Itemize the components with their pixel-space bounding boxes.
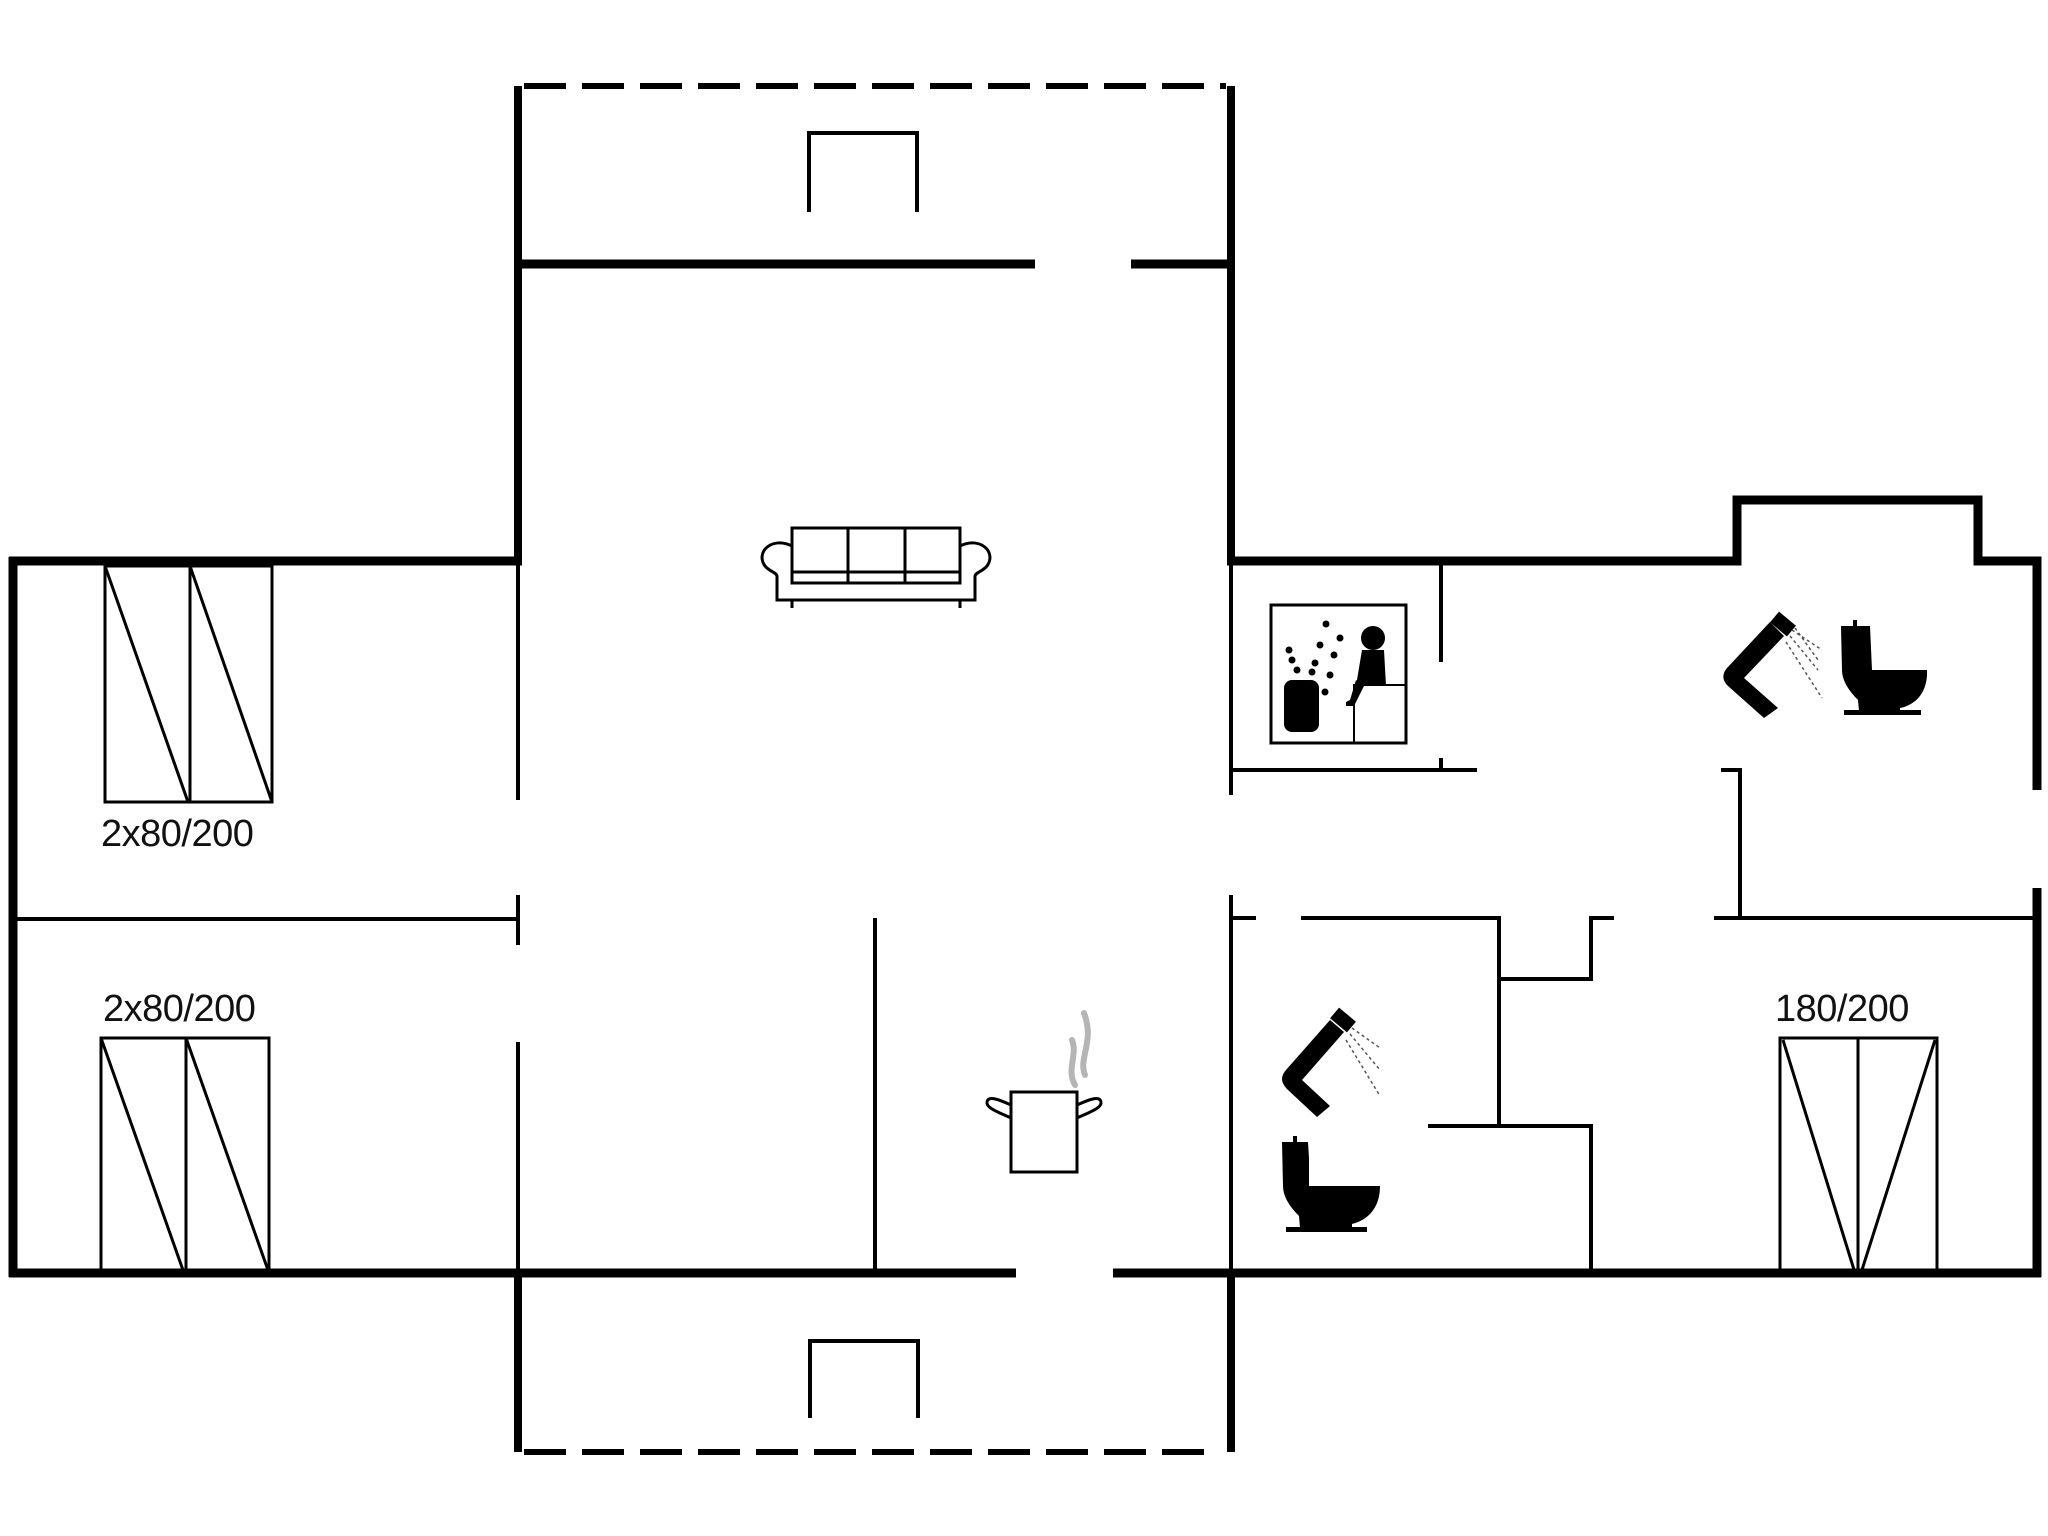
sauna-icon: [1269, 603, 1408, 745]
bed-double: [1778, 1036, 1939, 1275]
door-frame-icon: [808, 1339, 920, 1418]
toilet-icon: [1282, 1136, 1380, 1232]
bed-twin-1: [103, 564, 274, 804]
sofa-icon: [760, 526, 992, 608]
door-frame-icon: [807, 131, 919, 212]
bed-size-label-bedroom-3: 180/200: [1775, 988, 1909, 1030]
toilet-icon: [1841, 620, 1928, 715]
cooking-pot-icon: [985, 1010, 1103, 1174]
terrace-top: [514, 83, 1235, 264]
right-wing-walls: [1227, 495, 2042, 1277]
shower-icon: [1282, 1007, 1381, 1117]
bed-size-label-bedroom-2: 2x80/200: [103, 988, 256, 1030]
bed-size-label-bedroom-1: 2x80/200: [101, 813, 254, 855]
shower-icon: [1723, 611, 1823, 718]
bed-twin-2: [99, 1036, 271, 1275]
left-wing-walls: [8, 556, 1016, 1278]
terrace-bottom: [514, 1273, 1235, 1455]
